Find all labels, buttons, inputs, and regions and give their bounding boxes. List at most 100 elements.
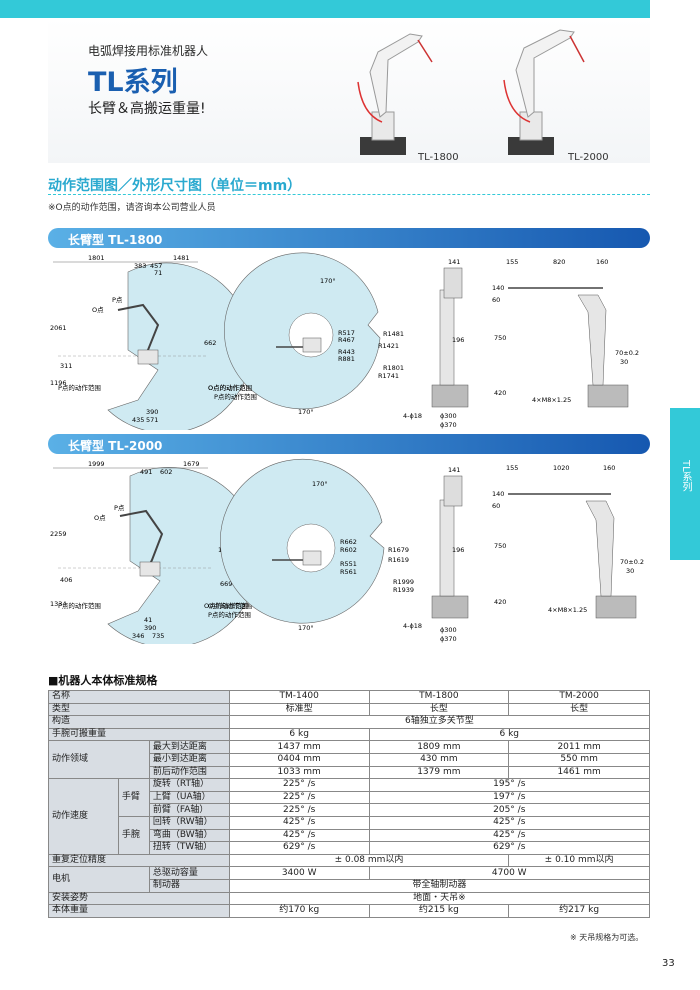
table-cell: 225° /s <box>228 790 370 805</box>
series-title: TL系列 <box>88 67 178 98</box>
table-cell: 带全轴制动器 <box>228 878 651 893</box>
robot-label-tl2000: TL-2000 <box>568 152 609 163</box>
dim-label: 196 <box>452 546 464 554</box>
table-cell: 6轴独立多关节型 <box>228 715 651 729</box>
robot-photos <box>357 29 585 155</box>
dim-label: 406 <box>60 576 72 584</box>
dim-label: 662 <box>204 339 216 347</box>
table-cell: 197° /s <box>368 790 651 805</box>
range-label: O点的动作范围 <box>208 383 252 392</box>
table-cell: TM-2000 <box>508 690 650 704</box>
side-view-tl2000: 1999 491 602 1679 2259 1231 406 1334 669… <box>50 460 259 644</box>
dim-label: 735 <box>152 632 164 640</box>
diagram-tl1800: 1801 383 457 71 1481 2061 311 1196 662 3… <box>50 252 639 430</box>
dim-label: 4×M8×1.25 <box>548 606 587 614</box>
table-cell: ± 0.08 mm以内 <box>228 853 510 868</box>
dim-label: 491 <box>140 468 152 476</box>
table-cell: 3400 W <box>228 866 370 880</box>
spec-footnote: ※ 天吊规格为可选。 <box>570 933 644 942</box>
dim-label: 383 <box>134 262 146 270</box>
page-number: 33 <box>662 958 675 969</box>
dim-label: 1481 <box>173 254 190 262</box>
top-view-tl1800: 170° R517 R467 R443 R881 R1481 R1421 R18… <box>208 252 404 416</box>
table-cell: 约170 kg <box>228 904 370 918</box>
dim-label: 70±0.2 <box>620 558 644 566</box>
dim-label: 141 <box>448 466 460 474</box>
dim-label: R561 <box>340 568 357 576</box>
table-row: 类型 标准型 长型 长型 <box>48 702 650 717</box>
spec-heading: ■机器人本体标准规格 <box>48 674 158 687</box>
range-label: O点的动作范围 <box>208 383 252 392</box>
dim-label: R467 <box>338 336 355 344</box>
table-cell: 最大到达距离 <box>148 740 230 754</box>
band-tl2000: 长臂型 TL-2000 <box>48 434 650 454</box>
dim-label: R602 <box>340 546 357 554</box>
robot-illustration-tl2000 <box>503 29 585 155</box>
dim-label: 155 <box>506 464 518 472</box>
dim-label: 70±0.2 <box>615 349 639 357</box>
table-cell: 弯曲（BW轴） <box>148 828 230 843</box>
dim-label: ϕ300 <box>440 412 457 420</box>
dim-label: 820 <box>553 258 565 266</box>
header-subtitle: 电弧焊接用标准机器人 <box>88 44 209 58</box>
dim-label: 2061 <box>50 324 67 332</box>
table-cell: TM-1800 <box>368 690 510 704</box>
dim-label: 390 <box>146 408 158 416</box>
dim-label: 420 <box>494 598 506 606</box>
table-cell: 手臂 <box>117 778 150 817</box>
top-color-bar <box>0 0 650 18</box>
table-cell: 205° /s <box>368 803 651 817</box>
range-label: O点的动作范围 <box>204 601 248 610</box>
table-cell: ± 0.10 mm以内 <box>508 853 650 868</box>
dim-label: 160 <box>596 258 608 266</box>
table-cell: 扭转（TW轴） <box>148 841 230 855</box>
table-cell: 425° /s <box>368 828 651 843</box>
dim-label: R1741 <box>378 372 399 380</box>
dim-label: 571 <box>146 416 158 424</box>
top-view-tl2000: 170° R662 R602 R551 R561 R1679 R1619 R19… <box>204 458 414 632</box>
table-row: 前后动作范围 1033 mm 1379 mm 1461 mm <box>49 765 650 780</box>
side-tab: TL系列 <box>670 408 700 560</box>
dim-label: R1619 <box>388 556 409 564</box>
table-row: 扭转（TW轴） 629° /s 629° /s <box>49 841 651 855</box>
dim-label: 140 <box>492 490 504 498</box>
range-label: P点的动作范围 <box>58 383 101 392</box>
range-label: P点的动作范围 <box>214 392 257 401</box>
dim-label: 170° <box>312 480 328 488</box>
dim-label: 435 <box>132 416 144 424</box>
spec-table: 名称 TM-1400 TM-1800 TM-2000 类型 标准型 长型 长型 … <box>48 690 651 918</box>
table-cell: 重复定位精度 <box>48 853 230 868</box>
dim-label: 602 <box>160 468 172 476</box>
side-view-tl1800: 1801 383 457 71 1481 2061 311 1196 662 3… <box>50 254 252 430</box>
dim-label: ϕ370 <box>440 421 457 429</box>
table-row: 动作领域 最大到达距离 1437 mm 1809 mm 2011 mm <box>48 740 650 780</box>
dim-label: 71 <box>154 269 162 277</box>
dim-label: 4-ϕ18 <box>403 412 422 420</box>
table-cell: 6 kg <box>228 727 370 742</box>
dim-label: 420 <box>494 389 506 397</box>
dim-label: 457 <box>150 262 162 270</box>
dim-label: R551 <box>340 560 357 568</box>
point-label: P点 <box>112 296 123 304</box>
table-cell: 手腕 <box>117 815 150 855</box>
dim-label: R443 <box>338 348 355 356</box>
table-cell: 名称 <box>48 690 230 704</box>
robot-label-tl1800: TL-1800 <box>418 152 459 163</box>
table-cell: 425° /s <box>368 815 651 830</box>
section-divider <box>48 194 650 195</box>
table-cell: 425° /s <box>228 815 370 830</box>
side-tab-label: TL系列 <box>680 460 691 492</box>
table-cell: 前后动作范围 <box>148 765 230 780</box>
table-cell: 地面・天吊※ <box>228 891 651 906</box>
table-row: 本体重量 约170 kg 约215 kg 约217 kg <box>48 904 650 918</box>
table-row: 手腕可搬重量 6 kg 6 kg <box>48 727 651 742</box>
section-title: 动作范围图／外形尺寸图（单位＝mm） <box>48 178 302 194</box>
dim-label: 170° <box>320 277 336 285</box>
table-cell: 回转（RW轴） <box>148 815 230 830</box>
dim-label: R1999 <box>393 578 414 586</box>
table-cell: 类型 <box>48 702 230 717</box>
band-tl1800-label: 长臂型 TL-1800 <box>68 233 163 247</box>
dim-label: 750 <box>494 334 506 342</box>
dim-label: ϕ370 <box>440 635 457 643</box>
table-row: 电机 总驱动容量 3400 W 4700 W <box>48 866 651 893</box>
